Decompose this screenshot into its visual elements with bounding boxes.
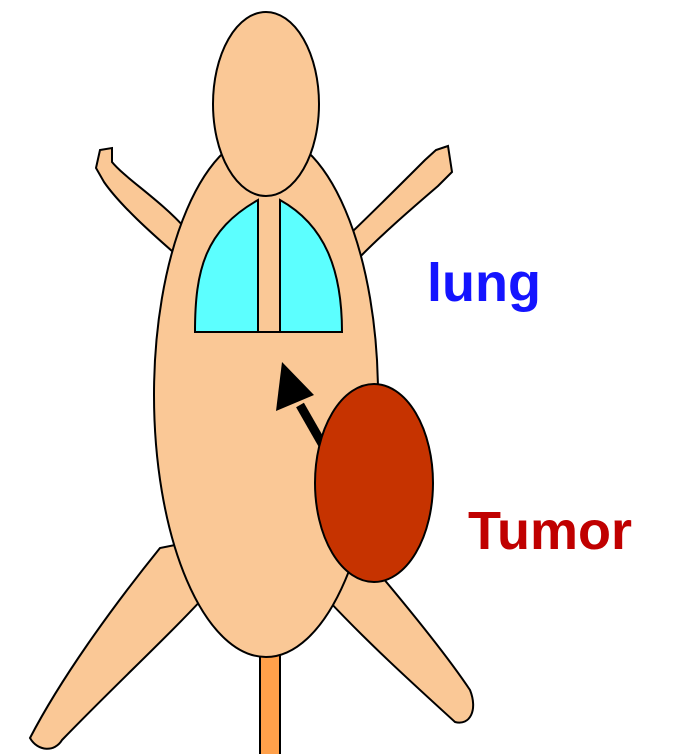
right-arm <box>352 146 452 262</box>
mouse-head <box>213 12 319 196</box>
tumor-label: Tumor <box>468 504 632 558</box>
right-leg <box>328 555 473 723</box>
tumor <box>315 384 433 582</box>
lung-label: lung <box>427 256 541 310</box>
left-arm <box>96 148 185 258</box>
mouse-body <box>154 133 378 657</box>
